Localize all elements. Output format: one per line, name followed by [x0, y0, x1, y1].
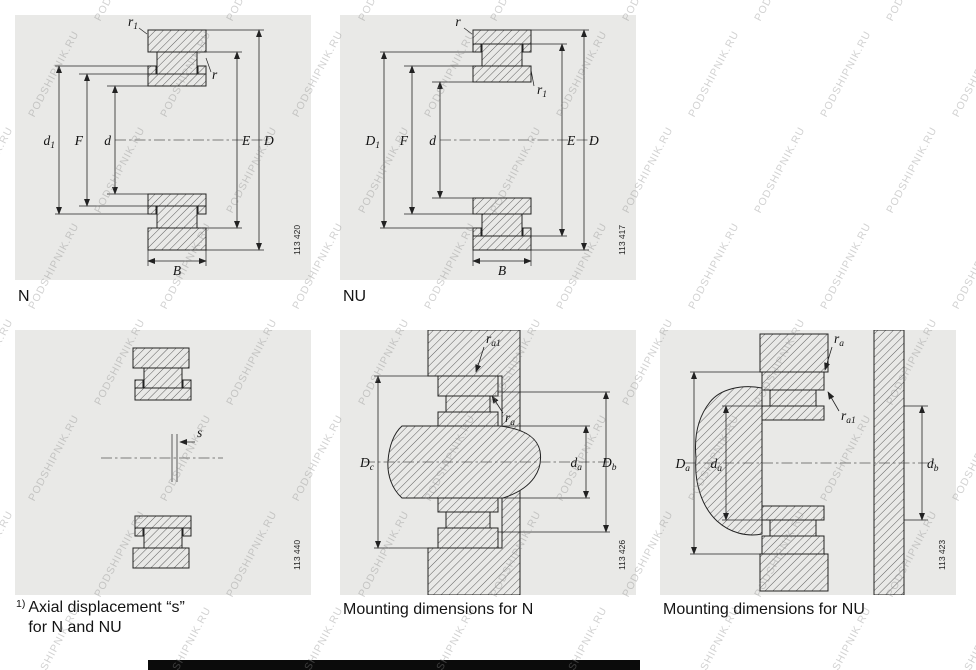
label-r: r — [455, 15, 461, 29]
shaft-section — [873, 330, 905, 595]
label-db: db — [927, 456, 939, 474]
watermark-text: PODSHIPNIK.RU — [884, 0, 940, 23]
caption-line-1: Axial displacement “s” — [28, 599, 185, 616]
diagram-mounting-nu: Da da db ra ra1 113 423 — [675, 330, 947, 595]
label-ra1: ra1 — [486, 331, 501, 349]
label-E: E — [241, 133, 251, 148]
watermark-text: PODSHIPNIK.RU — [818, 220, 874, 312]
panel-mounting-nu: Da da db ra ra1 113 423 — [660, 330, 956, 595]
label-Da: Da — [675, 456, 691, 474]
figure-number: 113 440 — [292, 540, 302, 570]
watermark-text: PODSHIPNIK.RU — [686, 28, 742, 120]
figure-number: 113 426 — [617, 540, 627, 570]
watermark-text: PODSHIPNIK.RU — [950, 28, 976, 120]
caption-nu: NU — [343, 288, 367, 305]
page-bottom-bar — [148, 660, 640, 670]
dimension-lines — [690, 346, 928, 555]
figure-number: 113 420 — [292, 225, 302, 255]
panel-bearing-nu: D1 F d E D B r r1 113 417 — [340, 15, 636, 280]
figure-number: 113 423 — [937, 540, 947, 570]
watermark-text: PODSHIPNIK.RU — [0, 316, 16, 408]
label-F: F — [74, 133, 84, 148]
label-d: d — [429, 133, 436, 148]
bearing-cross-section — [472, 29, 532, 251]
label-da: da — [711, 456, 723, 474]
watermark-text: PODSHIPNIK.RU — [950, 220, 976, 312]
label-E: E — [566, 133, 576, 148]
label-da: da — [571, 455, 583, 473]
bearing-cross-section — [761, 371, 825, 555]
watermark-text: PODSHIPNIK.RU — [950, 604, 976, 670]
watermark-text: PODSHIPNIK.RU — [884, 124, 940, 216]
figure-number: 113 417 — [617, 225, 627, 255]
label-r: r — [212, 67, 218, 82]
panel-mounting-n: Dc da Db ra1 ra 113 426 — [340, 330, 636, 595]
panel-bearing-n: d1 F d E D B r1 r 113 420 — [15, 15, 311, 280]
label-D: D — [588, 133, 599, 148]
label-ra: ra — [505, 410, 515, 428]
label-ra: ra — [834, 331, 844, 349]
watermark-text: PODSHIPNIK.RU — [752, 0, 808, 23]
diagram-axial-displacement: s 113 440 — [101, 347, 302, 570]
bearing-cross-section — [132, 347, 192, 569]
caption-mounting-nu: Mounting dimensions for NU — [663, 601, 865, 618]
bearing-cross-section — [147, 29, 207, 251]
caption-line-2: for N and NU — [28, 619, 122, 636]
label-s: s — [197, 425, 202, 440]
displacement-marks — [171, 434, 195, 482]
watermark-text: PODSHIPNIK.RU — [818, 28, 874, 120]
label-Db: Db — [601, 455, 617, 473]
label-B: B — [498, 263, 506, 278]
caption-mounting-n: Mounting dimensions for N — [343, 601, 534, 618]
label-r1: r1 — [128, 15, 138, 32]
label-Dc: Dc — [359, 455, 375, 473]
caption-axial-text: Axial displacement “s” for N and NU — [28, 598, 185, 638]
diagram-bearing-n: d1 F d E D B r1 r 113 420 — [44, 15, 303, 278]
label-D: D — [263, 133, 274, 148]
watermark-text: PODSHIPNIK.RU — [0, 124, 16, 216]
label-F: F — [399, 133, 409, 148]
footnote-marker: 1) — [16, 598, 26, 610]
label-D1: D1 — [365, 133, 381, 151]
diagram-mounting-n: Dc da Db ra1 ra 113 426 — [359, 330, 627, 595]
label-d1: d1 — [44, 133, 56, 151]
watermark-text: PODSHIPNIK.RU — [0, 508, 16, 600]
watermark-text: PODSHIPNIK.RU — [686, 220, 742, 312]
diagram-bearing-nu: D1 F d E D B r r1 113 417 — [365, 15, 628, 278]
caption-n: N — [18, 288, 30, 305]
label-B: B — [173, 263, 181, 278]
caption-axial-displacement: 1) Axial displacement “s” for N and NU — [16, 598, 185, 638]
dimension-lines — [380, 27, 589, 266]
label-d: d — [104, 133, 111, 148]
watermark-text: PODSHIPNIK.RU — [0, 0, 16, 23]
dimension-lines — [55, 27, 264, 266]
label-ra1: ra1 — [841, 408, 856, 426]
label-r1: r1 — [537, 82, 547, 100]
dimension-lines — [374, 346, 610, 549]
panel-axial-displacement: s 113 440 — [15, 330, 311, 595]
watermark-text: PODSHIPNIK.RU — [752, 124, 808, 216]
